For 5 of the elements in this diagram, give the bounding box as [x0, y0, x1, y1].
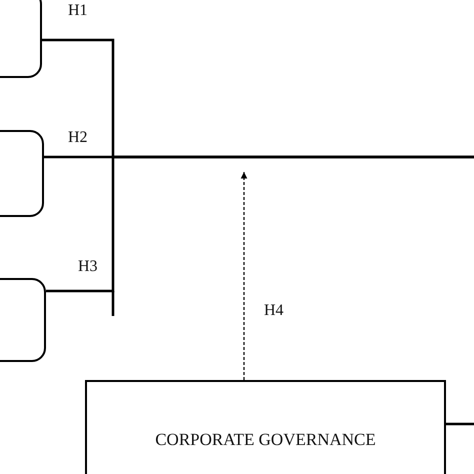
box-label: CORPORATE GOVERNANCE	[155, 430, 376, 450]
connector-line	[446, 422, 474, 426]
arrow	[240, 172, 248, 380]
concept-box	[85, 380, 446, 474]
connector-line	[46, 156, 474, 292]
